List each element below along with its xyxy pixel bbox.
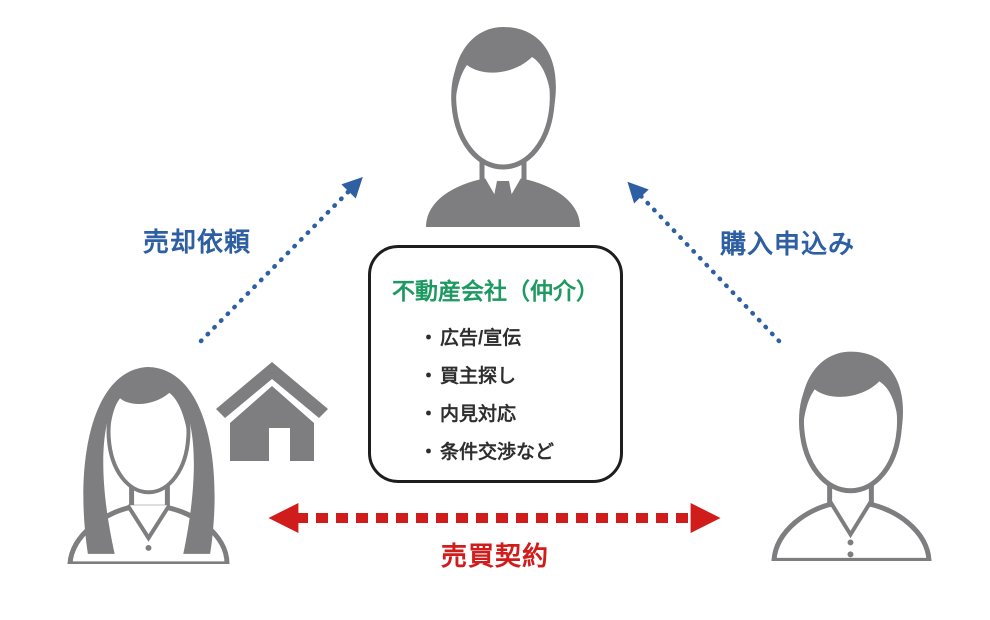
sell-request-label: 売却依頼 bbox=[143, 227, 252, 257]
services-box-title: 不動産会社（仲介） bbox=[392, 278, 599, 304]
agent-services-box: 不動産会社（仲介） ・広告/宣伝 ・買主探し ・内見対応 ・条件交渉など bbox=[368, 245, 623, 483]
service-item-label: 内見対応 bbox=[440, 404, 517, 425]
service-item: ・買主探し bbox=[419, 358, 620, 396]
buyer-person-icon bbox=[768, 341, 933, 561]
sales-contract-label: 売買契約 bbox=[441, 541, 550, 571]
agent-person-icon bbox=[415, 15, 591, 227]
sell-request-arrow bbox=[198, 177, 363, 344]
service-item-label: 買主探し bbox=[440, 366, 517, 387]
services-list: ・広告/宣伝 ・買主探し ・内見対応 ・条件交渉など bbox=[371, 320, 620, 472]
seller-person-icon bbox=[64, 343, 233, 564]
house-icon bbox=[216, 362, 328, 461]
service-item: ・内見対応 bbox=[419, 396, 620, 434]
bullet-glyph: ・ bbox=[419, 404, 439, 425]
service-item-label: 広告/宣伝 bbox=[440, 328, 522, 349]
purchase-application-label: 購入申込み bbox=[720, 229, 856, 259]
service-item: ・条件交渉など bbox=[419, 434, 620, 472]
service-item-label: 条件交渉など bbox=[440, 442, 555, 463]
service-item: ・広告/宣伝 bbox=[419, 320, 620, 358]
bullet-glyph: ・ bbox=[419, 442, 439, 463]
bullet-glyph: ・ bbox=[419, 366, 439, 387]
bullet-glyph: ・ bbox=[419, 328, 439, 349]
purchase-application-arrow bbox=[627, 181, 782, 344]
